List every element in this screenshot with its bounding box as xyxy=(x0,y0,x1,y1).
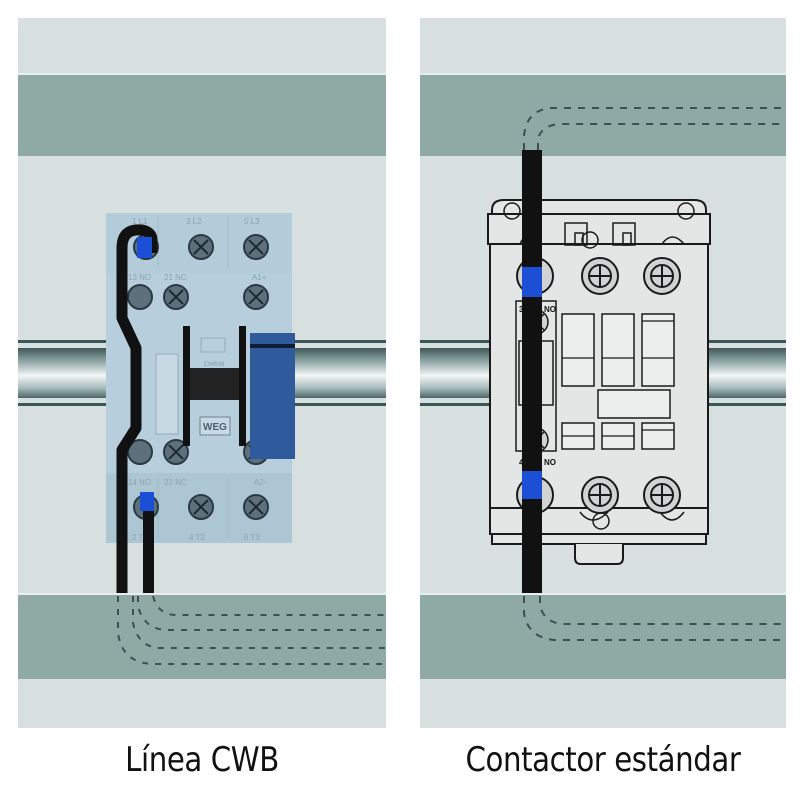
label-3-l2: 3 L2 xyxy=(186,217,202,226)
label-4-t2: 4 T2 xyxy=(189,533,205,542)
cwb-aux-slot xyxy=(155,353,179,435)
wire-through xyxy=(522,150,542,593)
label-5-l3: 5 L3 xyxy=(244,217,260,226)
ferrule-top xyxy=(522,267,542,297)
wire-routing-top xyxy=(523,107,786,150)
duct-edge xyxy=(420,593,786,595)
cwb-model-text: CWB38 xyxy=(204,362,225,368)
screw-13-no xyxy=(127,284,153,310)
duct-edge xyxy=(18,73,386,75)
cwb-panel: 1 L1 3 L2 5 L3 13 NO 21 NC A1+ 14 NO 22 … xyxy=(18,18,386,728)
aux-label-bottom-number: 4 xyxy=(519,458,524,467)
weg-logo-text: WEG xyxy=(203,422,227,433)
contactor-windows xyxy=(561,313,675,450)
wire-routing-bottom xyxy=(117,595,386,665)
label-14-no: 14 NO xyxy=(128,478,151,487)
cwb-blue-module xyxy=(250,333,295,459)
screw-14-no xyxy=(127,439,153,465)
ferrule-bottom xyxy=(140,492,154,511)
aux-label-top-number: 3 xyxy=(519,305,524,314)
caption-standard-contactor: Contactor estándar xyxy=(465,740,741,780)
cwb-diagram: 1 L1 3 L2 5 L3 13 NO 21 NC A1+ 14 NO 22 … xyxy=(106,213,386,665)
wire-routing-bottom xyxy=(523,596,786,641)
caption-cwb-line: Línea CWB xyxy=(125,740,279,780)
duct-edge xyxy=(18,593,386,595)
cwb-crossbar xyxy=(190,368,239,400)
wire-duct-top xyxy=(420,73,786,156)
label-13-no: 13 NO xyxy=(128,273,151,282)
label-a2: A2- xyxy=(254,478,267,487)
ferrule-bottom xyxy=(522,471,542,499)
standard-contactor-panel: 3 NO 4 NO xyxy=(420,18,786,728)
label-22-nc: 22 NC xyxy=(164,478,187,487)
weg-logo xyxy=(199,416,231,436)
cwb-bracket-left xyxy=(183,326,190,446)
ferrule-top xyxy=(137,237,152,258)
wire-load-t1 xyxy=(143,503,154,593)
label-2-t1: 2 T1 xyxy=(132,533,148,542)
label-a1: A1+ xyxy=(252,273,267,282)
standard-contactor-diagram: 3 NO 4 NO xyxy=(487,107,786,641)
wire-duct-top xyxy=(18,73,386,156)
wire-line-l1 xyxy=(116,224,158,593)
cwb-bracket-right xyxy=(239,326,246,446)
label-1-l1: 1 L1 xyxy=(132,217,148,226)
wire-duct-bottom xyxy=(420,593,786,679)
aux-label-bottom-type: NO xyxy=(544,458,556,467)
aux-label-top-type: NO xyxy=(544,305,556,314)
label-6-t3: 6 T3 xyxy=(244,533,260,542)
duct-edge xyxy=(420,73,786,75)
label-21-nc: 21 NC xyxy=(164,273,187,282)
